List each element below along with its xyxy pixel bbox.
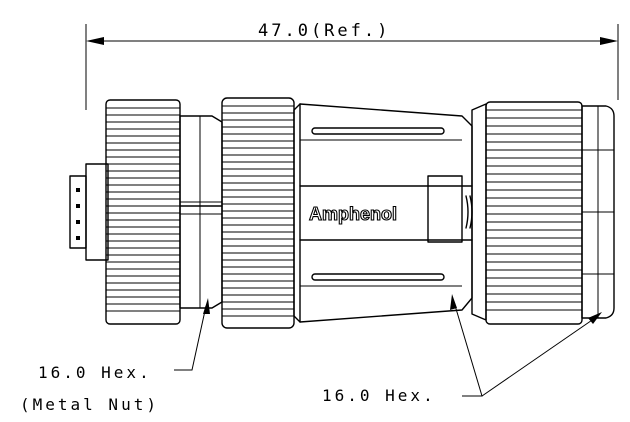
front-cap	[581, 105, 615, 319]
callout-body-hex-label: 16.0 Hex.	[322, 386, 436, 405]
grip-knurl-lines	[486, 109, 582, 311]
dimension-arrow-right	[600, 37, 618, 45]
callout-metal-nut: 16.0 Hex. (Metal Nut)	[20, 298, 210, 414]
body-slot-top	[311, 127, 445, 135]
knurled-coupling-ring	[221, 97, 295, 329]
body-latch	[427, 175, 463, 243]
amphenol-logo: Amphenol	[309, 204, 397, 224]
callout-arrow-front-ring	[588, 312, 602, 324]
overall-length-dimension: 47.0(Ref.)	[85, 21, 619, 110]
callout-arrow-body-hex	[450, 294, 457, 310]
nut-collar	[179, 115, 223, 309]
hex-body: Amphenol	[293, 103, 473, 323]
dimension-arrow-left	[86, 37, 104, 45]
knurled-metal-nut	[105, 99, 181, 325]
callout-body-hex: 16.0 Hex.	[322, 294, 602, 405]
front-grip-ring	[465, 101, 583, 325]
ring-knurl-lines	[222, 105, 294, 317]
nut-knurl-lines	[106, 107, 180, 312]
body-slot-bottom	[311, 273, 445, 281]
callout-metal-nut-line1: 16.0 Hex.	[38, 363, 152, 382]
overall-length-label: 47.0(Ref.)	[258, 21, 390, 41]
callout-metal-nut-line2: (Metal Nut)	[20, 395, 159, 414]
callout-arrow-metal-nut	[203, 298, 210, 314]
insert-contact-marks	[76, 188, 80, 240]
rear-insert	[69, 163, 109, 261]
